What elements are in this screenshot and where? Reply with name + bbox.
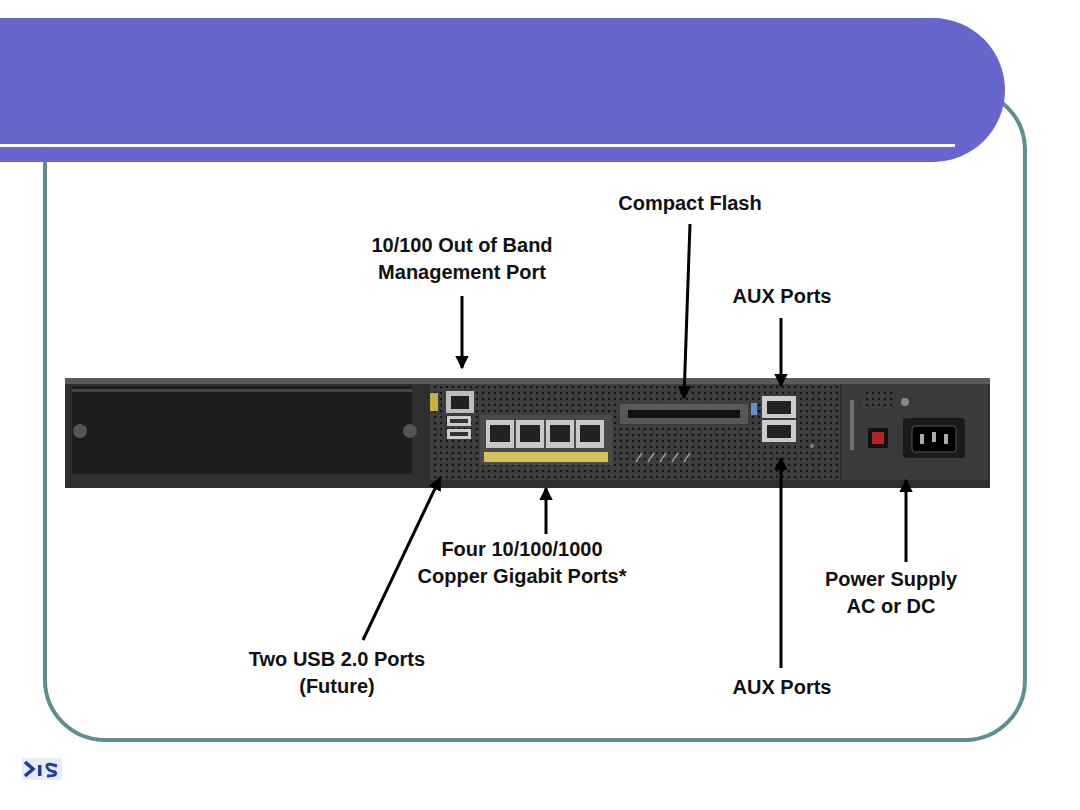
callout-label: Power Supply AC or DC — [816, 566, 966, 620]
logo-curve — [47, 764, 57, 776]
ground-screw — [901, 398, 909, 406]
rj45-socket — [451, 396, 469, 409]
socket-pin — [920, 434, 924, 444]
chassis — [65, 378, 990, 488]
logo-bar — [38, 765, 42, 776]
usb-port — [447, 416, 471, 426]
rj45-socket — [767, 425, 791, 438]
rj45-port — [486, 420, 514, 448]
vent-mesh — [430, 384, 840, 480]
usb-slot — [450, 419, 468, 423]
power-panel — [842, 384, 988, 480]
socket-pin — [932, 432, 936, 442]
socket-recess — [912, 426, 956, 452]
leader-arrow — [461, 296, 464, 368]
rj45-port — [762, 396, 796, 418]
leader-arrow — [545, 488, 548, 534]
blank-panel — [72, 386, 412, 474]
rj45-socket — [767, 401, 791, 414]
screw — [73, 424, 87, 438]
usb-slot — [450, 432, 468, 436]
flash-bezel — [620, 404, 748, 424]
rj45-socket — [580, 425, 600, 442]
logo-chevron — [25, 762, 33, 776]
port-panel — [480, 415, 612, 465]
rj45-port — [446, 391, 474, 413]
logo-ground — [22, 758, 62, 780]
header-rule — [0, 144, 955, 147]
leader-arrow — [363, 478, 440, 640]
rj45-port — [516, 420, 544, 448]
rj45-port — [546, 420, 574, 448]
switch-rocker — [872, 432, 884, 444]
power-socket — [903, 418, 965, 458]
leader-arrow — [780, 318, 783, 386]
fan-vent — [862, 392, 892, 408]
screw — [403, 424, 417, 438]
flash-eject — [751, 403, 757, 415]
callout-label: Four 10/100/1000 Copper Gigabit Ports* — [414, 536, 630, 590]
rj45-socket — [490, 425, 510, 442]
led-marks — [636, 453, 690, 462]
callout-label: Compact Flash — [580, 190, 800, 217]
power-label — [850, 400, 854, 450]
power-switch — [868, 428, 888, 448]
callout-label: 10/100 Out of Band Management Port — [362, 232, 562, 286]
port-strip — [484, 452, 608, 462]
rj45-socket — [520, 425, 540, 442]
panel-groove — [72, 389, 412, 392]
socket-pin — [944, 434, 948, 444]
logo — [22, 758, 62, 780]
header-band — [0, 18, 1005, 162]
slide-frame — [45, 90, 1025, 740]
rj45-socket — [550, 425, 570, 442]
rj45-port — [576, 420, 604, 448]
flash-slot — [628, 410, 740, 418]
usb-port — [447, 429, 471, 439]
chassis-edge — [65, 378, 990, 384]
rj45-port — [762, 420, 796, 442]
leader-arrow — [780, 458, 783, 668]
callout-label: Two USB 2.0 Ports (Future) — [227, 646, 447, 700]
callout-label: AUX Ports — [702, 283, 862, 310]
callout-label: AUX Ports — [702, 674, 862, 701]
leader-arrow — [905, 480, 908, 562]
led — [810, 444, 814, 448]
leader-arrow — [684, 224, 690, 398]
status-label — [430, 393, 438, 411]
